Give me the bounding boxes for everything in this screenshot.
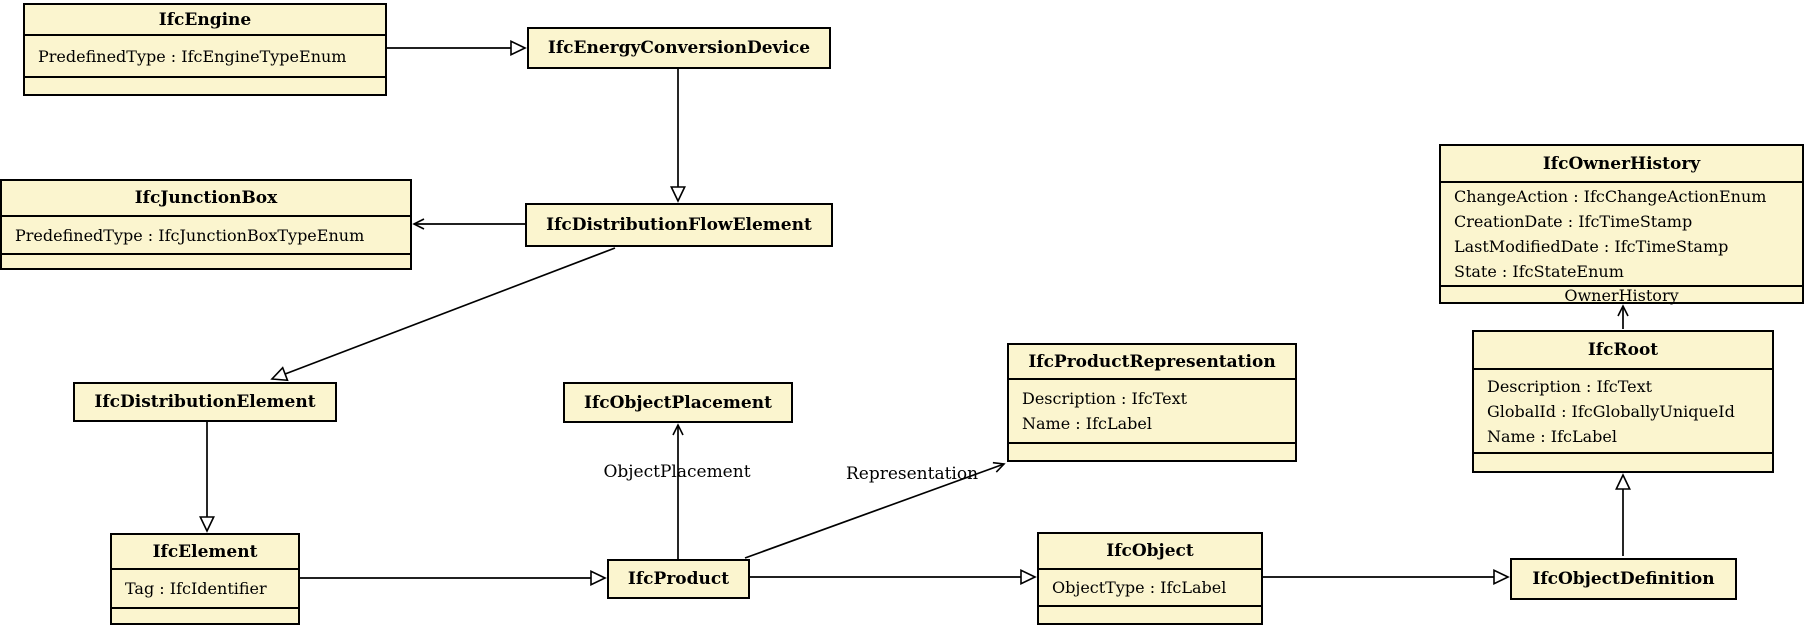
class-attribute: PredefinedType : IfcEngineTypeEnum xyxy=(38,46,347,66)
class-title: IfcDistributionElement xyxy=(94,392,316,412)
class-attribute: Name : IfcLabel xyxy=(1022,414,1152,433)
class-attribute: ChangeAction : IfcChangeActionEnum xyxy=(1454,187,1767,206)
class-IfcDistributionElement: IfcDistributionElement xyxy=(73,382,337,422)
class-title: IfcProduct xyxy=(627,569,730,589)
class-footer xyxy=(1474,452,1772,471)
class-attribute: Description : IfcText xyxy=(1022,389,1188,408)
class-attribute: State : IfcStateEnum xyxy=(1454,262,1624,281)
class-attributes: ObjectType : IfcLabel xyxy=(1039,568,1261,605)
class-title: IfcJunctionBox xyxy=(134,188,278,208)
class-attribute: Name : IfcLabel xyxy=(1487,426,1617,446)
class-title: IfcObject xyxy=(1106,541,1194,561)
class-title: IfcRoot xyxy=(1587,340,1659,360)
class-attribute: Tag : IfcIdentifier xyxy=(125,579,267,598)
class-title: IfcElement xyxy=(152,541,258,562)
class-title: IfcEnergyConversionDevice xyxy=(547,38,811,58)
class-footer: OwnerHistory xyxy=(1441,285,1802,304)
class-IfcObjectDefinition: IfcObjectDefinition xyxy=(1510,558,1737,600)
class-attribute: ObjectType : IfcLabel xyxy=(1052,578,1227,597)
class-attributes: PredefinedType : IfcEngineTypeEnum xyxy=(25,34,385,76)
class-footer xyxy=(25,76,385,94)
class-IfcEnergyConversionDevice: IfcEnergyConversionDevice xyxy=(527,27,831,69)
class-attribute: PredefinedType : IfcJunctionBoxTypeEnum xyxy=(15,225,365,245)
class-title: IfcDistributionFlowElement xyxy=(546,215,812,235)
class-title: IfcOwnerHistory xyxy=(1542,153,1701,174)
class-title: IfcEngine xyxy=(158,9,252,30)
class-footer xyxy=(2,253,410,268)
class-attributes: PredefinedType : IfcJunctionBoxTypeEnum xyxy=(2,215,410,253)
class-attribute: Description : IfcText xyxy=(1487,376,1653,396)
edge-distributionflowelement-to-distributionelement xyxy=(270,247,616,382)
class-footer xyxy=(1009,442,1295,460)
class-footer xyxy=(1039,605,1261,623)
edge-label: Representation xyxy=(845,464,979,484)
class-title: IfcObjectDefinition xyxy=(1532,569,1715,589)
class-attribute: LastModifiedDate : IfcTimeStamp xyxy=(1454,237,1729,256)
class-title: IfcProductRepresentation xyxy=(1028,351,1276,372)
class-attribute: CreationDate : IfcTimeStamp xyxy=(1454,212,1693,231)
edge-label: ObjectPlacement xyxy=(603,462,751,482)
class-IfcProduct: IfcProduct xyxy=(607,559,750,599)
class-footer xyxy=(112,607,298,623)
class-attribute: GlobalId : IfcGloballyUniqueId xyxy=(1487,401,1735,421)
class-title: IfcObjectPlacement xyxy=(584,392,772,413)
class-IfcDistributionFlowElement: IfcDistributionFlowElement xyxy=(525,203,833,247)
class-IfcObjectPlacement: IfcObjectPlacement xyxy=(563,382,793,423)
class-attributes: Tag : IfcIdentifier xyxy=(112,568,298,607)
edge-product-to-productrepresentation xyxy=(744,461,1006,559)
